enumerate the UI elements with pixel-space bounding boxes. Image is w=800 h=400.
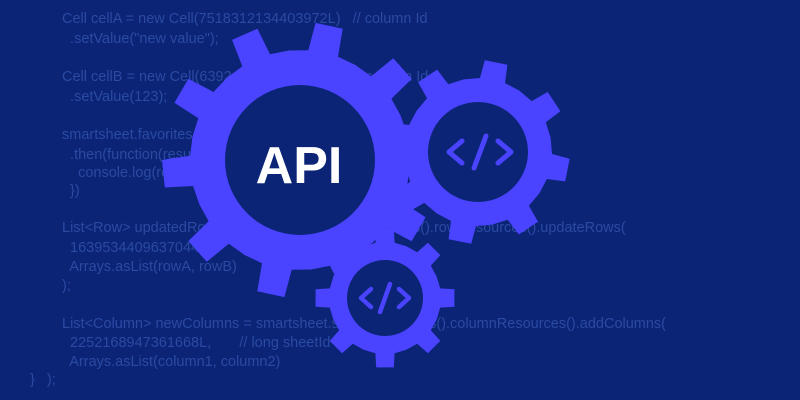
code-line: 1639534409637044L, xyxy=(62,240,212,256)
code-brackets-icon xyxy=(446,133,514,171)
code-line: ); xyxy=(62,278,71,294)
code-line: .setValue("new value"); xyxy=(62,31,219,47)
code-line: 2252168947361668L, // long sheetId xyxy=(62,335,331,351)
code-line: }) xyxy=(62,183,80,199)
large-gear-hub xyxy=(225,85,375,235)
code-line: } ); xyxy=(30,372,56,388)
code-line: Arrays.asList(rowA, rowB) xyxy=(62,259,237,275)
code-line: Cell cellA = new Cell(7518312134403972L)… xyxy=(62,11,428,27)
code-brackets-icon xyxy=(358,281,412,315)
api-label: API xyxy=(256,137,343,195)
code-line: ) xyxy=(0,93,1,111)
code-line: Arrays.asList(column1, column2) xyxy=(62,354,281,370)
code-line: .setValue(123); xyxy=(62,89,168,105)
